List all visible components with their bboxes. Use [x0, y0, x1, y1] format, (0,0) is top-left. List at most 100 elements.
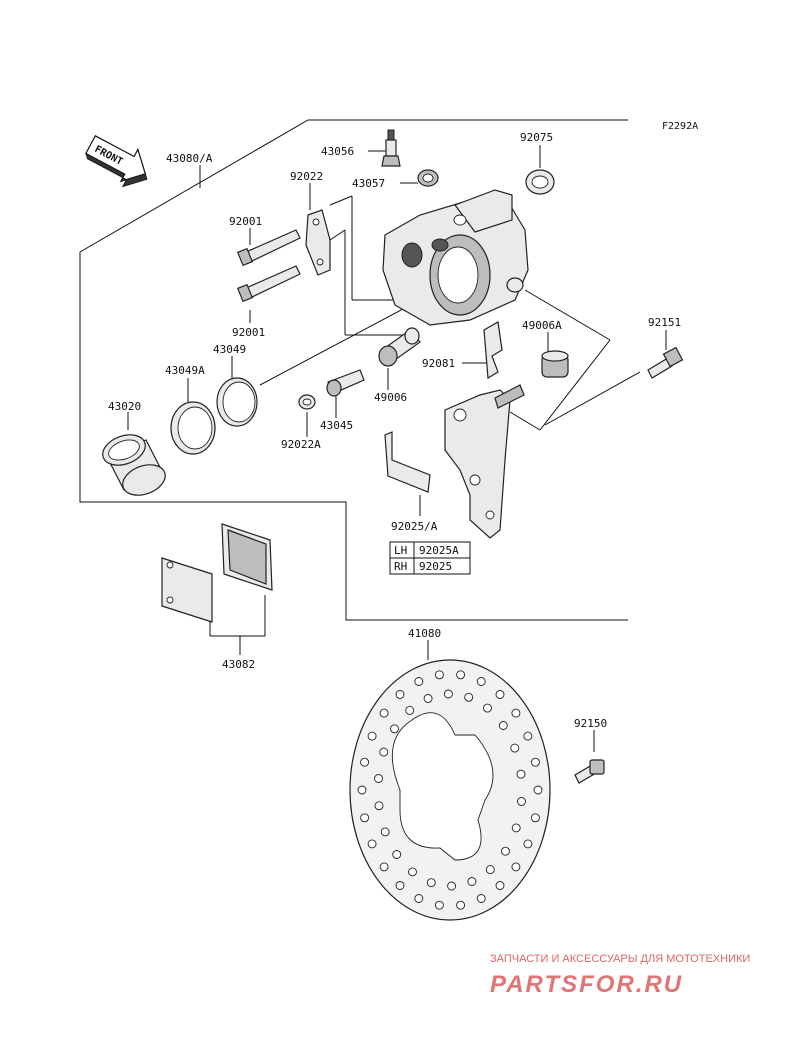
label-43049: 43049: [213, 343, 246, 356]
disc-hole: [510, 743, 520, 753]
disc-hole: [501, 846, 510, 856]
piston-seal: [216, 377, 258, 427]
label-43056: 43056: [321, 145, 354, 158]
watermark-tagline: ЗАПЧАСТИ И АКСЕССУАРЫ ДЛЯ МОТОТЕХНИКИ: [490, 953, 750, 965]
disc-hole: [467, 877, 477, 886]
disc-hole: [511, 862, 521, 872]
label-92001b: 92001: [232, 326, 265, 339]
figure-code: F2292A: [662, 121, 698, 132]
watermark: ЗАПЧАСТИ И АКСЕССУАРЫ ДЛЯ МОТОТЕХНИКИ PA…: [490, 953, 750, 998]
label-49006A: 49006A: [522, 319, 562, 332]
disc-hole: [367, 839, 377, 849]
disc-hole: [511, 708, 521, 718]
disc-hole: [485, 865, 495, 875]
side-table-rh-label: RH: [394, 560, 407, 573]
piston: [102, 434, 166, 496]
side-table-lh-part: 92025A: [419, 544, 459, 557]
slide-pin: [326, 369, 365, 397]
shim-plate: [384, 431, 431, 493]
disc-hole: [516, 769, 526, 779]
disc-hole: [390, 724, 399, 734]
disc-hole: [434, 900, 444, 910]
disc-hole: [379, 747, 389, 757]
brake-disc: [349, 659, 551, 921]
label-43049A: 43049A: [165, 364, 205, 377]
bolt-92150: [574, 759, 605, 784]
disc-hole: [405, 705, 415, 715]
pad-spring: [483, 321, 503, 380]
label-92022: 92022: [290, 170, 323, 183]
label-92025A: 92025/A: [391, 520, 438, 533]
disc-hole: [495, 881, 505, 890]
sleeve: [378, 327, 421, 367]
disc-hole: [380, 827, 390, 837]
disc-hole: [523, 839, 533, 849]
disc-hole: [360, 757, 370, 767]
disc-hole: [395, 690, 405, 699]
part-labels: 43080/A 43056 92075 92022 43057 92001 92…: [108, 131, 681, 730]
bolt-upper: [236, 229, 301, 267]
front-arrow-icon: FRONT: [85, 135, 148, 188]
disc-hole: [530, 813, 540, 823]
disc-hole: [374, 801, 384, 811]
watermark-logo: PARTSFOR.RU: [490, 971, 683, 998]
bolt-lower: [236, 265, 301, 303]
disc-hole: [456, 670, 466, 680]
side-table-rh-part: 92025: [419, 560, 452, 573]
sleeve-a: [541, 350, 569, 378]
label-49006: 49006: [374, 391, 407, 404]
bleeder-cap: [417, 169, 439, 187]
disc-hole: [456, 900, 466, 910]
disc-hole: [360, 813, 370, 823]
disc-hole: [434, 670, 444, 680]
disc-hole: [414, 677, 424, 686]
disc-hole: [443, 689, 453, 699]
disc-hole: [511, 823, 521, 833]
disc-hole: [379, 862, 389, 872]
label-43057: 43057: [352, 177, 385, 190]
disc-hole: [423, 694, 433, 703]
label-43082: 43082: [222, 658, 255, 671]
disc-hole: [395, 881, 405, 890]
label-43020: 43020: [108, 400, 141, 413]
disc-hole: [464, 692, 474, 702]
side-table: LH 92025A RH 92025: [389, 541, 471, 575]
disc-hole: [392, 850, 402, 859]
disc-hole: [483, 703, 492, 713]
disc-hole: [530, 757, 540, 767]
disc-hole: [414, 894, 424, 903]
disc-hole: [379, 708, 389, 718]
label-92022A: 92022A: [281, 438, 321, 451]
piston-seal-a: [170, 401, 216, 455]
label-92075: 92075: [520, 131, 553, 144]
disc-hole: [357, 785, 367, 795]
leader-lines: [127, 145, 667, 752]
snap-ring: [298, 394, 316, 410]
label-92001a: 92001: [229, 215, 262, 228]
disc-hole: [374, 774, 383, 783]
disc-hole: [523, 731, 533, 741]
side-table-lh-label: LH: [394, 544, 407, 557]
brake-pad-front: [161, 557, 213, 623]
label-92151: 92151: [648, 316, 681, 329]
label-92150: 92150: [574, 717, 607, 730]
caliper-bracket: [444, 384, 525, 539]
disc-hole: [447, 881, 457, 891]
label-43080A: 43080/A: [166, 152, 213, 165]
brake-pad-rear: [221, 523, 273, 591]
label-41080: 41080: [408, 627, 441, 640]
assembly-outline: [79, 119, 628, 621]
bolt-92151: [647, 346, 684, 379]
disc-hole: [476, 894, 486, 903]
disc-hole: [517, 797, 526, 806]
label-92081: 92081: [422, 357, 455, 370]
caliper-body: [382, 189, 529, 326]
disc-holes: [357, 670, 543, 910]
label-43045: 43045: [320, 419, 353, 432]
disc-hole: [408, 867, 417, 877]
disc-hole: [426, 878, 436, 888]
disc-hole: [495, 690, 505, 699]
bleeder-valve: [381, 129, 401, 167]
disc-hole: [367, 731, 377, 741]
disc-hole: [533, 785, 543, 795]
